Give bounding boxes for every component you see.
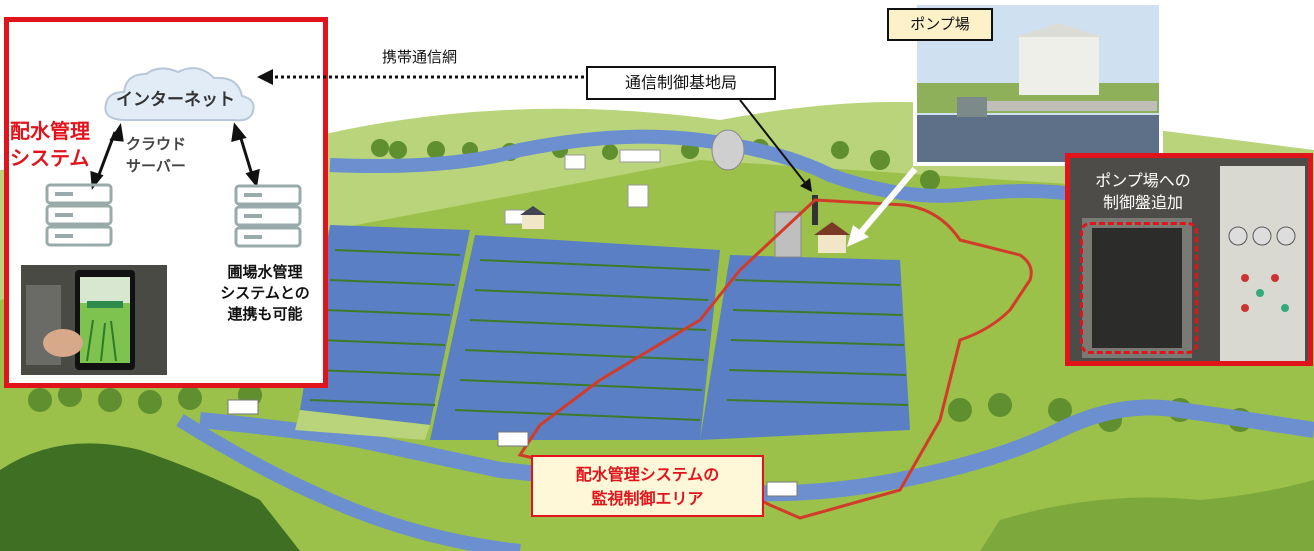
linkage-line2: システムとの xyxy=(220,284,310,302)
cloud-label: インターネット xyxy=(116,90,235,110)
satellite-dish xyxy=(711,129,745,171)
buildings xyxy=(504,129,850,258)
control-panel-highlight xyxy=(1080,222,1198,354)
linkage-line3: 連携も可能 xyxy=(227,305,303,323)
pump-station-label: ポンプ場 xyxy=(887,8,993,41)
cloud-icon xyxy=(98,62,260,128)
control-panel-label: ポンプ場への 制御盤追加 xyxy=(1070,170,1216,214)
network-label: 携帯通信網 xyxy=(382,48,458,66)
server-label-line2: サーバー xyxy=(126,157,186,175)
server-icon-left xyxy=(45,183,113,247)
area-label-line2: 監視制御エリア xyxy=(591,489,704,508)
server-icon-right xyxy=(234,184,302,248)
antenna xyxy=(812,195,818,225)
linkage-line1: 圃場水管理 xyxy=(227,263,303,281)
control-panel-photo xyxy=(1065,153,1313,366)
system-label-line1: 配水管理 xyxy=(10,119,90,143)
base-station-pointer xyxy=(739,99,812,192)
paddy-fields xyxy=(295,225,910,440)
server-arrows xyxy=(90,122,260,190)
system-label-line2: システム xyxy=(10,146,90,170)
server-label-line1: クラウド xyxy=(126,135,187,153)
system-label: 配水管理 システム xyxy=(10,118,90,172)
area-label-line1: 配水管理システムの xyxy=(575,465,720,484)
pump-station-pointer xyxy=(847,167,918,247)
linkage-note: 圃場水管理 システムとの 連携も可能 xyxy=(213,262,317,325)
server-label: クラウド サーバー xyxy=(126,133,186,177)
area-label: 配水管理システムの 監視制御エリア xyxy=(531,455,764,517)
control-panel-line2: 制御盤追加 xyxy=(1102,193,1183,212)
base-station-label: 通信制御基地局 xyxy=(586,66,776,100)
tablet-photo xyxy=(21,265,167,375)
control-panel-line1: ポンプ場への xyxy=(1095,171,1191,190)
